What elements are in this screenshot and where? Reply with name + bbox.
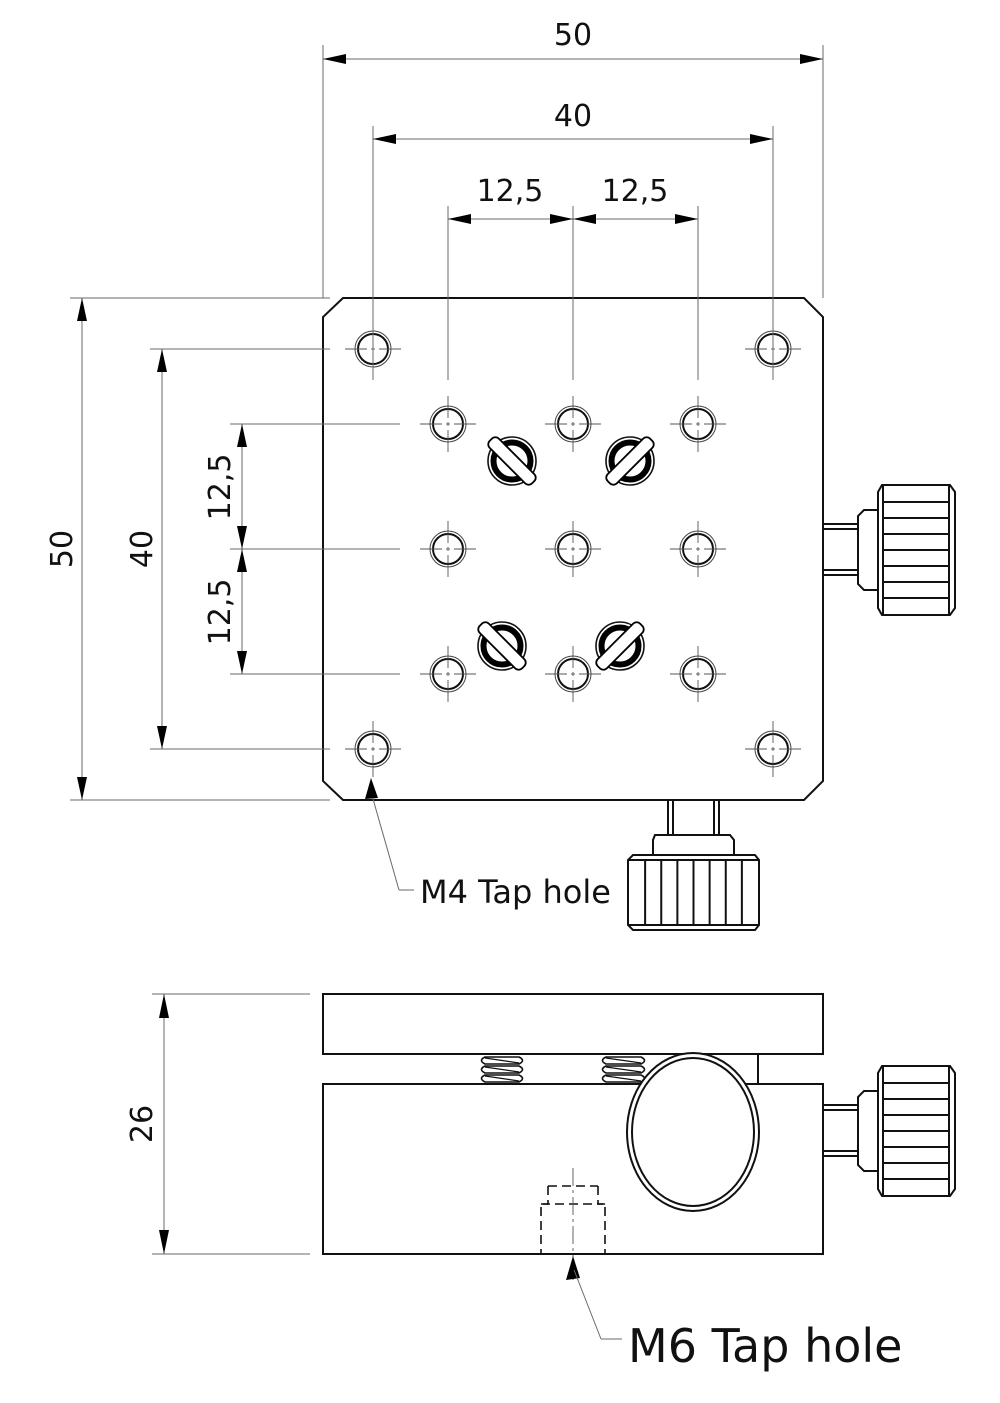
side-top-plate bbox=[322, 993, 824, 1055]
adjuster-screw[interactable] bbox=[594, 620, 646, 672]
horizontal-dimensions: 50 40 12,5 12,5 bbox=[322, 18, 824, 380]
dim-side-height: 26 bbox=[125, 993, 310, 1255]
compression-spring bbox=[601, 1056, 646, 1083]
tap-hole bbox=[545, 646, 601, 702]
dim-width-mounting: 40 bbox=[554, 99, 592, 134]
adjuster-screws bbox=[476, 435, 656, 672]
corner-mounting-hole bbox=[345, 721, 401, 777]
vertical-dimensions: 50 40 12,5 12,5 bbox=[45, 297, 400, 801]
m6-callout: M6 Tap hole bbox=[566, 1256, 902, 1373]
adjuster-screw[interactable] bbox=[476, 620, 528, 672]
dim-pitch-y-upper: 12,5 bbox=[203, 454, 238, 521]
dim-height-overall: 50 bbox=[45, 530, 80, 568]
dim-height-mounting: 40 bbox=[125, 530, 160, 568]
dim-height-side: 26 bbox=[125, 1105, 160, 1143]
compression-spring bbox=[480, 1056, 524, 1083]
side-view: 26 M6 Tap hole bbox=[125, 993, 956, 1373]
m6-callout-label: M6 Tap hole bbox=[628, 1319, 902, 1373]
side-base-body bbox=[322, 1083, 824, 1255]
tap-hole bbox=[420, 646, 476, 702]
tap-hole bbox=[670, 396, 726, 452]
micrometer-knob-x-side[interactable] bbox=[823, 1065, 956, 1197]
tap-hole bbox=[545, 396, 601, 452]
adjuster-screw[interactable] bbox=[486, 435, 538, 487]
tap-hole bbox=[420, 396, 476, 452]
dim-pitch-x-right: 12,5 bbox=[602, 174, 669, 209]
micrometer-knob-x[interactable] bbox=[823, 484, 956, 616]
corner-mounting-hole bbox=[745, 721, 801, 777]
top-view: M4 Tap hole 50 40 bbox=[45, 18, 956, 931]
micrometer-knob-y[interactable] bbox=[627, 800, 760, 931]
tap-hole bbox=[670, 646, 726, 702]
adjuster-screw[interactable] bbox=[604, 435, 656, 487]
tap-hole bbox=[670, 521, 726, 577]
dim-pitch-x-left: 12,5 bbox=[477, 174, 544, 209]
hole-pattern bbox=[420, 396, 726, 702]
m4-callout-label: M4 Tap hole bbox=[420, 873, 611, 911]
tap-hole bbox=[420, 521, 476, 577]
dim-pitch-y-lower: 12,5 bbox=[203, 579, 238, 646]
bearing-circle bbox=[626, 1052, 760, 1212]
tap-hole bbox=[545, 521, 601, 577]
dim-width-overall: 50 bbox=[554, 18, 592, 53]
top-plate-outline bbox=[322, 297, 824, 801]
m4-callout: M4 Tap hole bbox=[365, 778, 611, 911]
springs bbox=[480, 1056, 646, 1083]
